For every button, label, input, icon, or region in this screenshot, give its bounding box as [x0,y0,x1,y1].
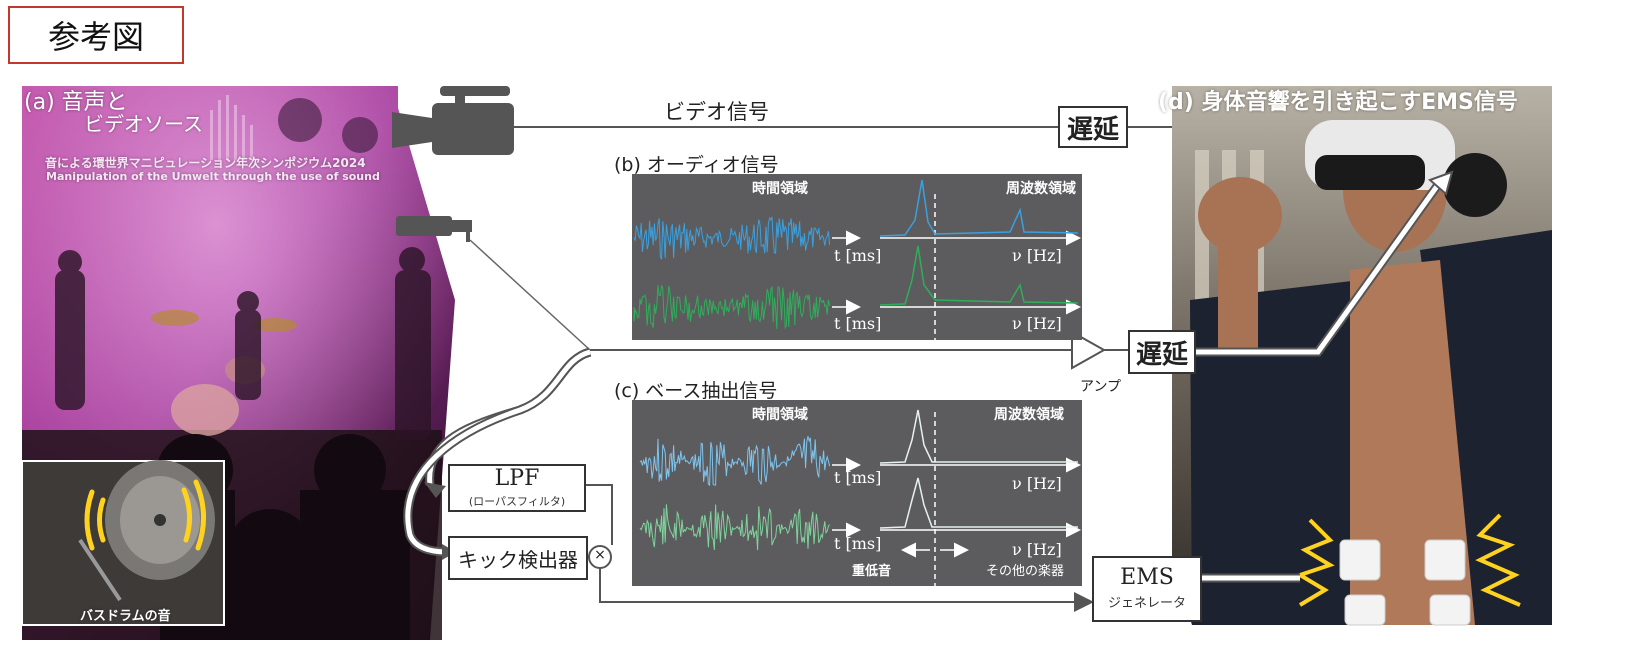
delay-box-audio: 遅延 [1128,330,1196,374]
other-instruments-label: その他の楽器 [986,564,1065,579]
panel-c-t-axis-2: t [ms] [834,534,882,553]
lpf-label: LPF [494,465,540,491]
audio-signal-panel [632,174,1082,340]
ems-photo [1172,86,1552,626]
amp-label: アンプ [1080,379,1122,395]
panel-b-time-domain: 時間領域 [752,181,808,197]
lpf-output-line [586,484,613,545]
delay-to-head-arrow [1196,179,1444,357]
video-signal-label: ビデオ信号 [664,100,769,124]
panel-b-freq-domain: 周波数領域 [1006,181,1076,197]
multiply-symbol: × [594,547,606,563]
banner-japanese: 音による環世界マニピュレーション年次シンポジウム2024 [45,156,366,170]
panel-c-title: (c) ベース抽出信号 [614,380,778,402]
kick-detector-box: キック検出器 [448,536,588,580]
ems-label: EMS [1120,565,1174,590]
kick-detector-label: キック検出器 [458,547,578,572]
panel-a-title: (a) 音声と [24,90,128,115]
panel-a-subtitle: ビデオソース [84,112,203,136]
split-arrows [403,347,592,557]
panel-c-v-axis-2: ν [Hz] [1012,540,1062,559]
reference-figure-label: 参考図 [8,6,184,64]
delay-label-audio: 遅延 [1135,339,1188,370]
ems-sublabel: ジェネレータ [1107,596,1186,611]
panel-b-v-axis-1: ν [Hz] [1012,246,1062,265]
to-ems-line [599,568,1094,612]
microphone-icon [396,216,472,242]
video-camera-icon [392,86,514,155]
delay-label-video: 遅延 [1066,114,1119,145]
panel-c-time-domain: 時間領域 [752,407,808,423]
inset-caption: バスドラムの音 [80,609,171,624]
reference-figure-text: 参考図 [47,18,144,56]
banner-english: Manipulation of the Umwelt through the u… [46,170,380,183]
lpf-box: LPF (ローパスフィルタ) [448,464,586,512]
ems-generator-box: EMS ジェネレータ [1092,556,1202,622]
mic-wire [469,239,591,351]
bass-low-label: 重低音 [852,564,892,579]
panel-c-t-axis-1: t [ms] [834,468,882,487]
panel-b-v-axis-2: ν [Hz] [1012,314,1062,333]
panel-c-freq-domain: 周波数領域 [994,407,1064,423]
bass-signal-panel [632,400,1082,586]
delay-box-video: 遅延 [1058,106,1128,148]
lpf-sublabel: (ローパスフィルタ) [468,494,566,508]
panel-b-t-axis-1: t [ms] [834,246,882,265]
arrow-to-lpf [424,482,446,498]
panel-c-v-axis-1: ν [Hz] [1012,474,1062,493]
head-arrow-tip [1428,170,1454,196]
amplifier-icon [1071,330,1107,370]
panel-b-t-axis-2: t [ms] [834,314,882,333]
bass-drum-inset [21,460,225,626]
panel-d-title: (d) 身体音響を引き起こすEMS信号 [1158,90,1518,115]
panel-b-title: (b) オーディオ信号 [614,154,779,176]
